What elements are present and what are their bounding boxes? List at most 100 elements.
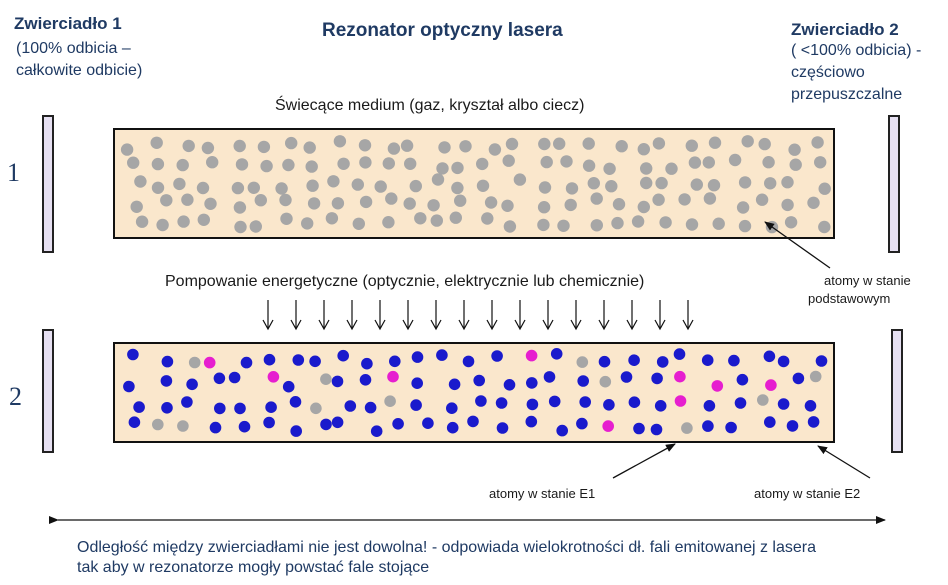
ground-state-atom [538,137,551,151]
pump-arrow-head [290,319,302,331]
ground-state-atom [438,141,451,154]
e1-state-atom [526,398,539,411]
e1-state-atom [331,416,344,429]
medium-label: Świecące medium (gaz, kryształ albo ciec… [275,97,585,114]
ground-state-atom [430,214,443,227]
e1-state-atom [411,377,424,390]
e1-state-atom [628,396,641,409]
e1-state-atom [448,378,461,391]
ground-state-atom [181,193,194,206]
ground-state-atom [537,218,550,232]
ground-state-atom [631,215,645,228]
e2-state-atom [267,371,280,383]
mirror-2-desc-line2: częściowo [791,64,865,81]
ground-state-atom [280,212,293,225]
ground-state-atom [538,181,552,194]
ground-state-atom [807,196,820,209]
e1-state-atom [467,415,479,428]
ground-state-atom [196,181,210,195]
ground-state-atom [738,219,752,233]
e1-state-atom [491,350,503,362]
ground-state-atom [736,201,750,214]
ground-state-atom [331,197,345,210]
ground-state-atom [400,139,414,152]
ground-state-atom [540,155,553,169]
ground-state-annotation-line1: atomy w stanie [824,273,911,288]
e2-state-atom [203,356,216,369]
e1-state-atom [238,420,251,433]
ground-state-atom [640,162,653,175]
pump-arrow-head [374,319,386,331]
ground-state-atom [257,140,271,154]
e1-state-atom [650,423,663,436]
ground-state-atom [449,211,462,224]
ground-state-atom [152,418,164,431]
e1-state-atom [736,373,749,386]
e1-state-atom [160,375,173,387]
ground-state-atom [757,394,769,406]
e1-state-atom [263,353,276,366]
ground-state-atom [201,141,215,155]
excited-atoms [123,348,828,438]
ground-state-atom [818,220,831,234]
ground-state-atom [708,136,722,149]
ground-state-atom [282,158,295,172]
ground-state-atom [582,137,595,150]
ground-state-atom [590,219,603,232]
e2-state-atom [711,380,724,392]
ground-state-atom [427,199,440,212]
ground-state-atom [249,220,262,233]
e1-state-atom [292,354,305,366]
ground-state-atom [476,179,490,192]
ground-state-atom [484,196,498,209]
e1-state-atom [161,402,173,414]
ground-state-atom [177,215,190,228]
ground-state-atom [451,161,464,175]
ground-state-atom [303,141,316,154]
ground-state-atom [513,173,527,186]
e1-state-atom [128,416,141,429]
e1-state-atom [496,422,509,434]
ground-state-atom [587,177,600,190]
e1-state-atom [734,397,747,409]
e1-state-atom [548,395,561,408]
e1-state-atom [526,377,538,389]
ground-state-atom [182,139,195,153]
ground-state-atom [741,135,754,148]
e1-state-atom [359,374,372,386]
ground-state-atom [702,156,715,169]
e1-state-atom [133,401,145,413]
ground-state-atom [637,143,650,156]
ground-state-atom [652,137,666,150]
ground-state-atom [233,201,247,214]
e1-state-atom [446,402,458,415]
ground-state-pointer-arrow [764,221,831,269]
ground-state-atom [120,143,134,156]
ground-state-atom [755,193,769,206]
mirror-2-top [888,115,900,253]
pump-arrow-head [542,319,554,331]
e1-state-atom [344,400,357,412]
ground-state-atom [206,156,219,169]
e1-state-atom [525,415,538,428]
e1-state-atom [807,416,820,428]
e1-state-atom [337,349,350,362]
ground-state-atom [325,212,339,225]
e1-state-atom [263,416,275,429]
mirror-2-title: Zwierciadło 2 [791,20,899,39]
e1-state-atom [290,425,303,437]
ground-state-atom [789,158,802,171]
ground-state-atom [127,156,140,169]
ground-state-atom [337,157,350,170]
ground-state-atom [150,136,163,149]
e1-state-atom [462,355,475,368]
e1-state-atom [127,348,139,361]
e1-state-atom [265,401,277,414]
e1-state-atom [804,400,817,412]
ground-state-atom [678,193,691,206]
e1-state-atom [786,420,799,432]
mirror-1-top [42,115,54,253]
ground-state-atom [385,192,398,205]
ground-state-atom [431,173,445,186]
